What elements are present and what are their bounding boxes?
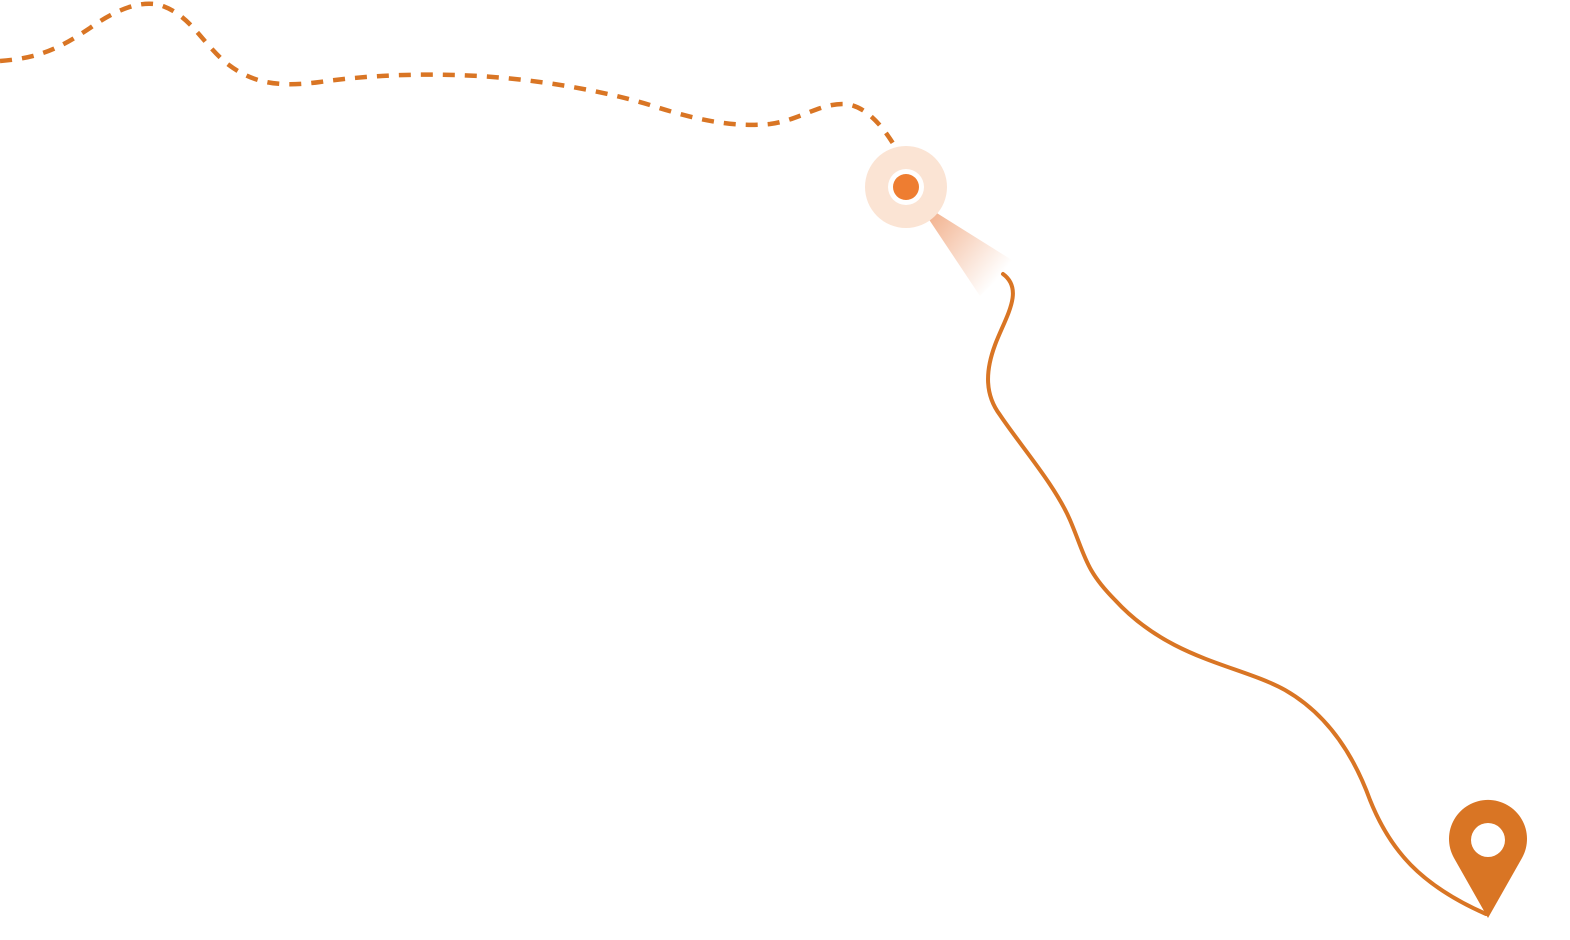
traveled-route-dashed [0,1,908,167]
location-dot-icon [893,174,919,200]
heading-cone [916,200,1015,296]
remaining-route-solid [986,272,1488,916]
destination-marker[interactable] [1449,799,1527,918]
current-location-marker[interactable] [865,146,947,228]
map-pin-icon [1449,799,1527,918]
